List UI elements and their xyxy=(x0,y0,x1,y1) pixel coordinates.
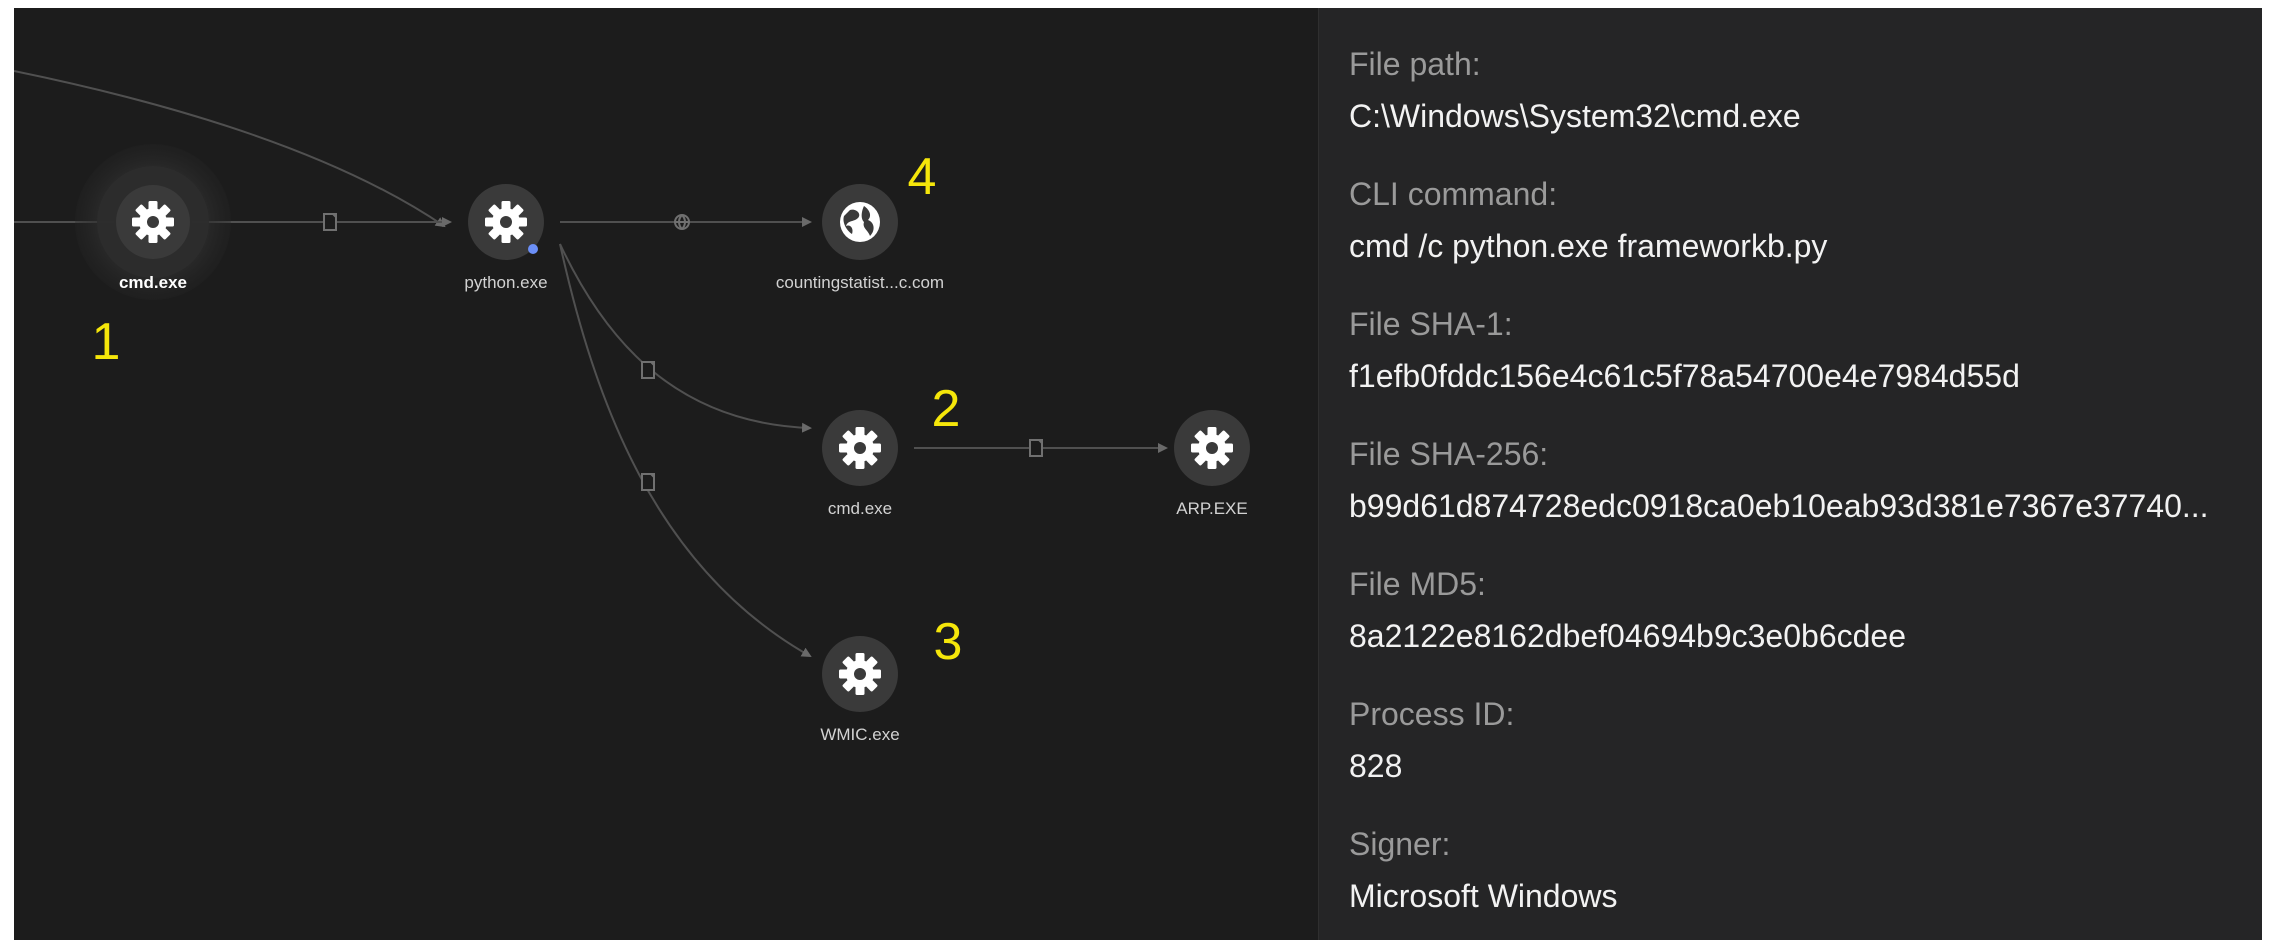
field-value[interactable]: b99d61d874728edc0918ca0eb10eab93d381e736… xyxy=(1349,488,2209,524)
signer-field: Signer: Microsoft Windows xyxy=(1349,824,2249,916)
status-dot xyxy=(528,244,538,254)
marker-number: 4 xyxy=(908,148,937,206)
gear-icon xyxy=(1191,427,1233,469)
process-id-field: Process ID: 828 xyxy=(1349,694,2249,786)
screenshot-frame: cmd.exe 1 python.exe countingstatist...c… xyxy=(14,8,2262,940)
node-label: WMIC.exe xyxy=(820,725,899,744)
field-value[interactable]: C:\Windows\System32\cmd.exe xyxy=(1349,98,1801,134)
file-icon xyxy=(641,361,655,379)
graph-node-python-exe[interactable] xyxy=(468,184,544,260)
gear-icon xyxy=(485,201,527,243)
graph-node-wmic-exe[interactable] xyxy=(822,636,898,712)
graph-node-cmd-exe[interactable] xyxy=(75,144,231,300)
marker-number: 2 xyxy=(932,380,961,438)
cli-command-field: CLI command: cmd /c python.exe framework… xyxy=(1349,174,2249,266)
gear-icon xyxy=(839,653,881,695)
edge-icons xyxy=(323,213,1043,491)
marker-number: 3 xyxy=(934,613,963,671)
node-label: python.exe xyxy=(464,273,547,292)
edge-python-to-wmic xyxy=(559,243,812,657)
marker-number: 1 xyxy=(92,313,121,371)
node-label: ARP.EXE xyxy=(1176,499,1248,518)
process-details-panel: File path: C:\Windows\System32\cmd.exe C… xyxy=(1318,8,2262,940)
file-icon xyxy=(323,213,337,231)
field-label: Process ID: xyxy=(1349,696,1515,732)
node-label: countingstatist...c.com xyxy=(776,273,944,292)
sha1-field: File SHA-1: f1efb0fddc156e4c61c5f78a5470… xyxy=(1349,304,2249,396)
field-value[interactable]: 828 xyxy=(1349,748,1403,784)
field-label: File path: xyxy=(1349,46,1481,82)
field-label: CLI command: xyxy=(1349,176,1558,212)
field-value[interactable]: cmd /c python.exe frameworkb.py xyxy=(1349,228,1828,264)
field-value[interactable]: Microsoft Windows xyxy=(1349,878,1618,914)
field-label: File MD5: xyxy=(1349,566,1486,602)
graph-node-domain[interactable] xyxy=(822,184,898,260)
graph-node-cmd-exe-child[interactable] xyxy=(822,410,898,486)
field-value[interactable]: 8a2122e8162dbef04694b9c3e0b6cdee xyxy=(1349,618,1906,654)
field-label: File SHA-256: xyxy=(1349,436,1549,472)
file-icon xyxy=(641,473,655,491)
edge-python-to-cmd xyxy=(559,243,812,433)
sha256-field: File SHA-256: b99d61d874728edc0918ca0eb1… xyxy=(1349,434,2249,526)
field-label: File SHA-1: xyxy=(1349,306,1513,342)
incoming-edge xyxy=(14,70,446,228)
gear-icon xyxy=(132,201,174,243)
globe-icon xyxy=(840,202,880,242)
node-label: cmd.exe xyxy=(119,273,187,292)
file-icon xyxy=(1029,439,1043,457)
field-value[interactable]: f1efb0fddc156e4c61c5f78a54700e4e7984d55d xyxy=(1349,358,2020,394)
network-icon xyxy=(674,214,690,230)
md5-field: File MD5: 8a2122e8162dbef04694b9c3e0b6cd… xyxy=(1349,564,2249,656)
process-graph[interactable]: cmd.exe 1 python.exe countingstatist...c… xyxy=(14,8,1318,940)
process-graph-canvas[interactable]: cmd.exe 1 python.exe countingstatist...c… xyxy=(14,8,1318,940)
graph-node-arp-exe[interactable] xyxy=(1174,410,1250,486)
gear-icon xyxy=(839,427,881,469)
node-label: cmd.exe xyxy=(828,499,892,518)
file-path-field: File path: C:\Windows\System32\cmd.exe xyxy=(1349,44,2249,136)
field-label: Signer: xyxy=(1349,826,1451,862)
